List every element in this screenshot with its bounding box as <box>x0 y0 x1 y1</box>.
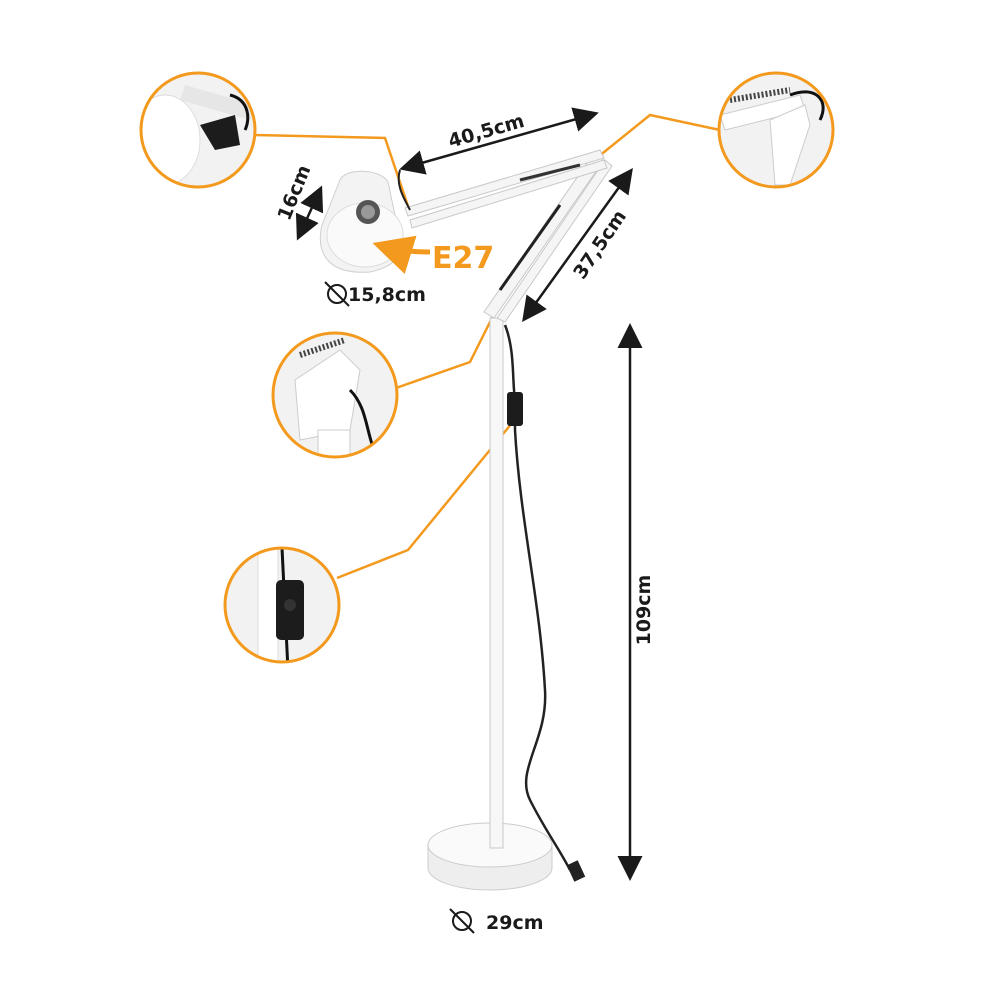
diameter-icon <box>449 908 475 934</box>
upper-arm-length-label: 40,5cm <box>446 110 527 153</box>
detail-circle-switch <box>223 546 341 664</box>
dimension-arrows <box>295 107 643 881</box>
base-diameter-label: 29cm <box>486 912 544 934</box>
socket-label: E27 <box>432 241 494 276</box>
lamp-pole <box>489 317 504 849</box>
plug <box>566 860 586 882</box>
lamp-shade <box>319 170 404 273</box>
inline-switch <box>507 392 523 426</box>
detail-circle-shade-joint <box>139 71 257 189</box>
e27-arrow <box>372 235 431 274</box>
detail-circle-base-joint <box>271 331 399 459</box>
shade-diameter-label: 15,8cm <box>348 284 426 306</box>
detail-circle-elbow-joint <box>717 71 835 189</box>
callout-leaders <box>254 113 721 580</box>
diameter-icon <box>324 281 350 307</box>
pole-height-label: 109cm <box>633 575 655 646</box>
